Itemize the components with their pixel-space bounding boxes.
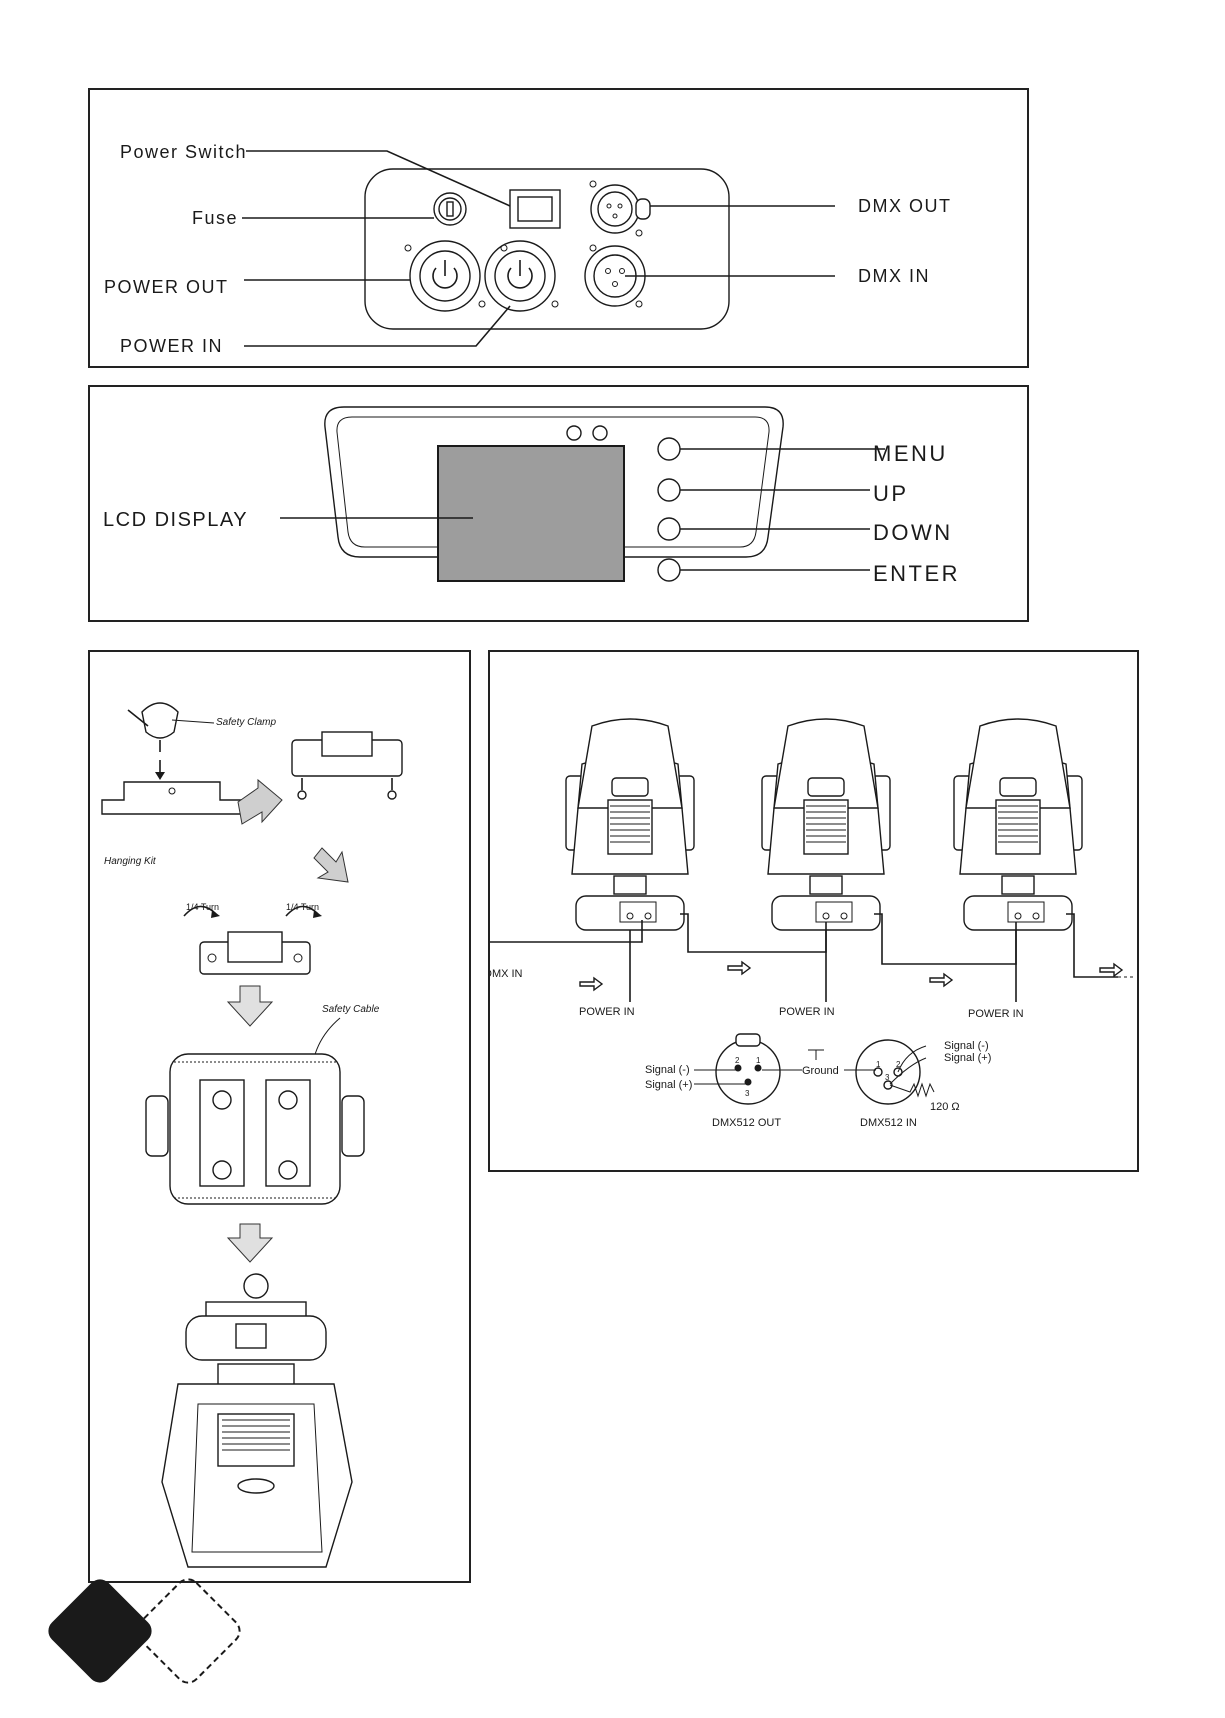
resistor-label: 120 Ω	[930, 1101, 960, 1113]
safety-clamp-drawing	[128, 703, 178, 752]
pin-3-in: 3	[885, 1073, 890, 1082]
pin-2-out: 2	[735, 1056, 740, 1065]
dmx512-in-connector	[856, 1040, 920, 1104]
moving-head-fixture-2	[762, 719, 890, 930]
moving-head-fixture-1	[566, 719, 694, 930]
fixture-base-bottom-view	[146, 1054, 364, 1204]
lcd-display-screen	[438, 446, 624, 581]
page-corner-diamonds	[40, 1575, 280, 1715]
rear-panel-diagram: Power Switch Fuse POWER OUT POWER IN DMX…	[88, 88, 1029, 368]
solid-diamond	[43, 1575, 156, 1688]
enter-button	[658, 559, 680, 581]
power-in-label-3: POWER IN	[968, 1008, 1024, 1020]
arrow-down-icon-2	[228, 1224, 272, 1262]
moving-head-fixture-3	[954, 719, 1082, 930]
signal-minus-in-label: Signal (-)	[944, 1040, 989, 1052]
power-switch-label: Power Switch	[120, 142, 247, 162]
dmx512-out-label: DMX512 OUT	[712, 1117, 781, 1129]
signal-plus-out-label: Signal (+)	[645, 1079, 692, 1091]
fuse-label: Fuse	[192, 208, 238, 228]
up-button	[658, 479, 680, 501]
control-panel-diagram: LCD DISPLAY MENU UP DOWN ENTER	[88, 385, 1029, 622]
mounted-fixture-drawing	[162, 1274, 352, 1567]
flow-arrow-icon	[930, 974, 952, 986]
kit-with-clamp-drawing	[200, 932, 310, 974]
power-out-label: POWER OUT	[104, 277, 229, 297]
down-label: DOWN	[873, 520, 953, 545]
assembled-kit-drawing	[292, 732, 402, 799]
dmx-in-label: DMX IN	[858, 266, 930, 286]
ground-label: Ground	[802, 1065, 839, 1077]
flow-arrow-icon	[580, 978, 602, 990]
power-in-label: POWER IN	[120, 336, 223, 356]
flow-arrow-icon	[1100, 964, 1122, 976]
pin-1-in: 1	[876, 1060, 881, 1069]
dmx512-in-label: DMX512 IN	[860, 1117, 917, 1129]
arrow-down-left-icon	[314, 848, 348, 882]
dmx-in-chain-label: DMX IN	[490, 968, 523, 980]
menu-label: MENU	[873, 441, 948, 466]
enter-label: ENTER	[873, 561, 960, 586]
signal-minus-out-label: Signal (-)	[645, 1064, 690, 1076]
rigging-diagram: Safety Clamp Hanging Kit 1/4 Turn 1/4 Tu…	[88, 650, 471, 1583]
flow-arrow-icon	[728, 962, 750, 974]
signal-plus-in-label: Signal (+)	[944, 1052, 991, 1064]
power-in-label-1: POWER IN	[579, 1006, 635, 1018]
pin-3-out: 3	[745, 1089, 750, 1098]
quarter-turn-left-label: 1/4 Turn	[186, 902, 219, 912]
up-label: UP	[873, 481, 909, 506]
hanging-kit-drawing	[102, 782, 242, 814]
menu-button	[658, 438, 680, 460]
power-in-label-2: POWER IN	[779, 1006, 835, 1018]
safety-cable-label: Safety Cable	[322, 1004, 380, 1015]
hanging-kit-label: Hanging Kit	[104, 856, 157, 867]
arrow-right-icon	[238, 780, 282, 824]
safety-clamp-label: Safety Clamp	[216, 717, 276, 728]
arrow-down-icon	[228, 986, 272, 1026]
pin-1-out: 1	[756, 1056, 761, 1065]
down-button	[658, 518, 680, 540]
dmx-out-label: DMX OUT	[858, 196, 952, 216]
dmx-wiring-diagram: DMX IN POWER IN POWER IN POWER IN 2 1 3 …	[488, 650, 1139, 1172]
lcd-display-label: LCD DISPLAY	[103, 509, 248, 531]
quarter-turn-right-label: 1/4 Turn	[286, 902, 319, 912]
